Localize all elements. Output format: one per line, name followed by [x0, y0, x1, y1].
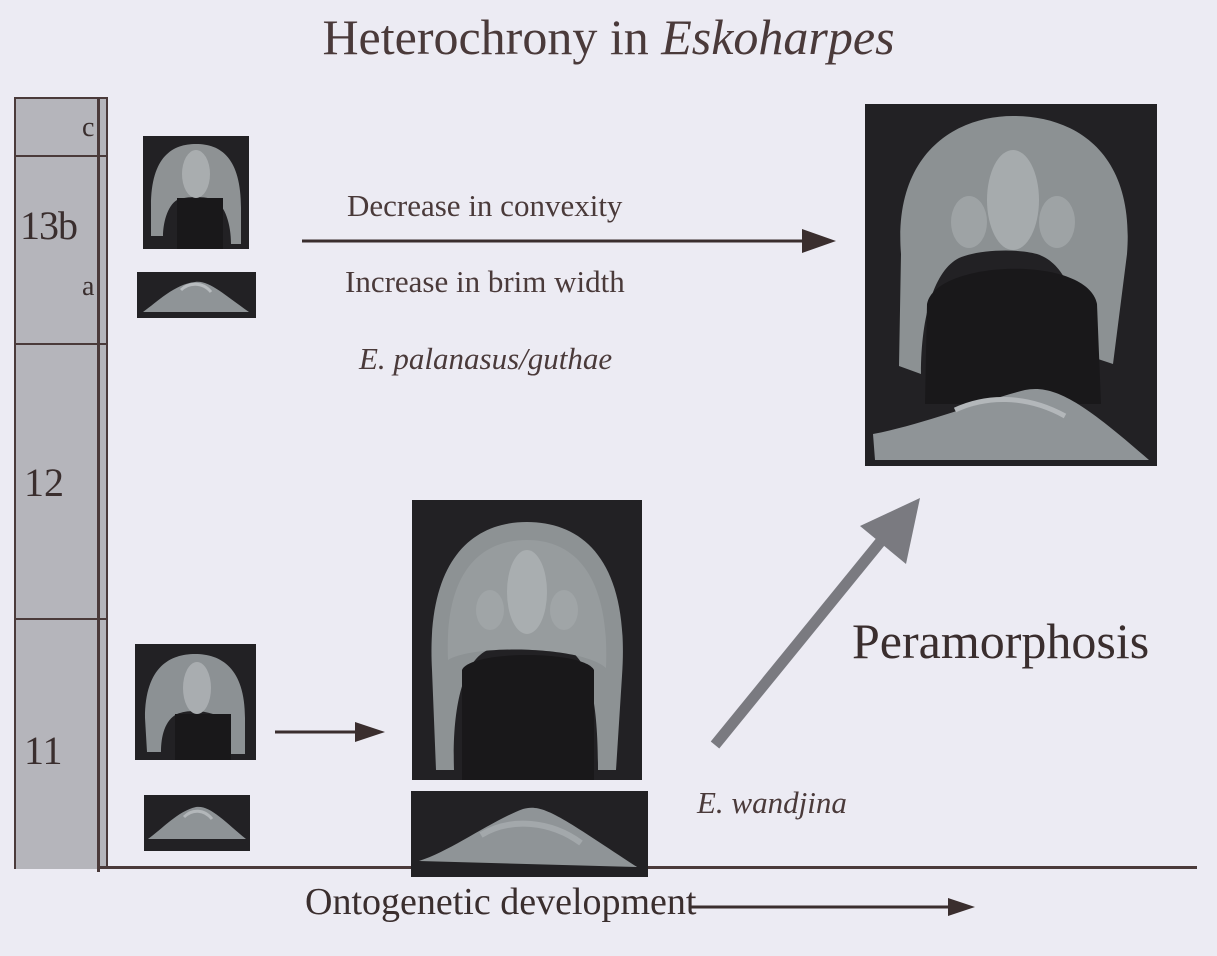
x-axis-label: Ontogenetic development — [305, 880, 697, 924]
upper-transition-arrow — [302, 224, 842, 258]
species-label-upper: E. palanasus/guthae — [359, 341, 612, 377]
column-divider — [16, 343, 106, 345]
zone-label-11: 11 — [24, 727, 63, 774]
annotation-brim: Increase in brim width — [345, 264, 625, 300]
specimen-13-lateral — [137, 272, 256, 318]
lower-transition-arrow — [275, 718, 390, 746]
ontogeny-arrow — [690, 895, 980, 919]
process-label: Peramorphosis — [852, 612, 1149, 670]
zone-label-c: c — [82, 112, 94, 144]
column-divider — [16, 618, 106, 620]
specimen-wandjina-dorsal — [412, 500, 642, 780]
column-divider — [16, 155, 106, 157]
stratigraphic-column: c 13b a 12 11 — [14, 97, 108, 869]
title-genus: Eskoharpes — [661, 9, 894, 65]
zone-label-12: 12 — [24, 459, 64, 506]
specimen-11-dorsal — [135, 644, 256, 760]
specimen-11-lateral — [144, 795, 250, 851]
specimen-13-dorsal — [143, 136, 249, 249]
specimen-wandjina-lateral — [411, 791, 648, 877]
species-label-lower: E. wandjina — [697, 785, 847, 821]
specimen-palanasus-dorsal — [865, 104, 1157, 466]
annotation-convexity: Decrease in convexity — [347, 188, 622, 224]
title-prefix: Heterochrony in — [322, 9, 661, 65]
zone-label-13b: 13b — [20, 202, 77, 249]
zone-label-a: a — [82, 271, 94, 303]
y-axis-line — [97, 97, 100, 872]
diagram-title: Heterochrony in Eskoharpes — [0, 8, 1217, 66]
